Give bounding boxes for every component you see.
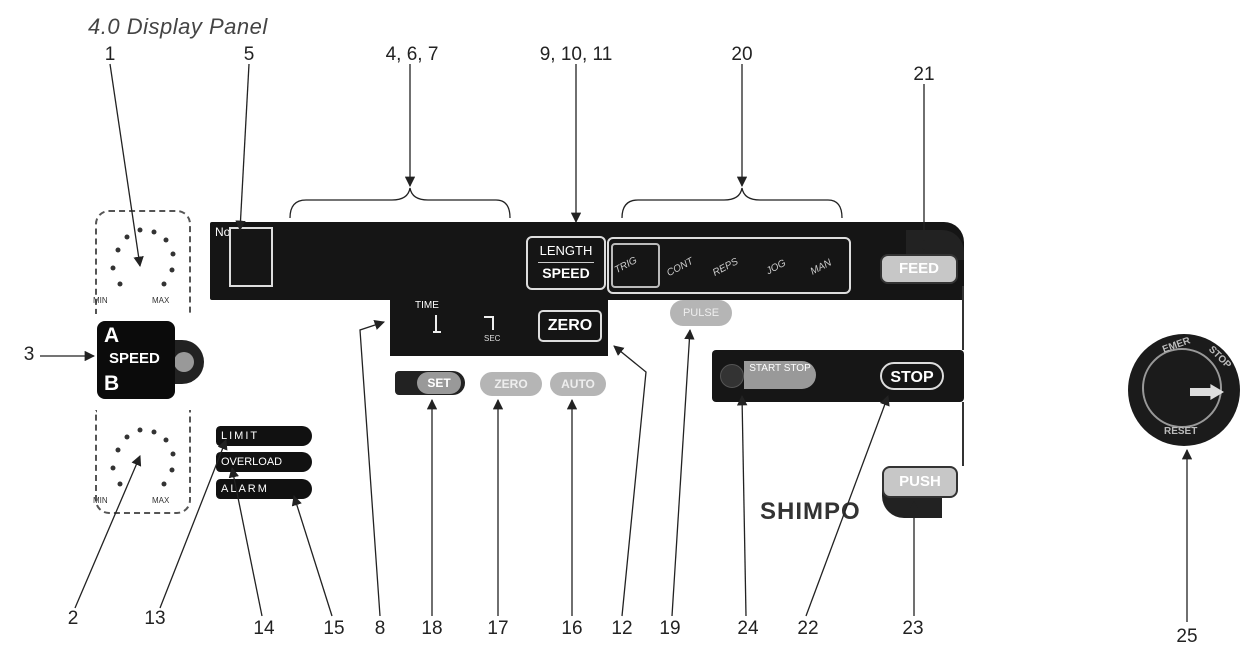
zero-pill-button[interactable]: ZERO — [480, 372, 542, 396]
brace-4-6-7 — [289, 187, 511, 219]
sec-label: SEC — [484, 334, 501, 343]
emergency-stop-knob[interactable]: EMER STOP RESET — [1128, 334, 1240, 446]
speed-b-label: B — [104, 372, 120, 395]
mode-selector[interactable] — [607, 237, 851, 294]
callout-5: 5 — [243, 44, 255, 65]
side-rail-upper — [962, 286, 964, 350]
zero-button[interactable]: ZERO — [538, 310, 602, 342]
overload-indicator: OVERLOAD — [216, 452, 312, 472]
main-display-bar — [210, 222, 964, 300]
leader-5 — [235, 63, 250, 232]
speed-selector[interactable]: A SPEED B — [97, 321, 175, 399]
callout-1: 1 — [104, 44, 116, 65]
preset-number-display — [229, 227, 273, 287]
callout-3: 3 — [23, 344, 35, 365]
callout-9-10-11: 9, 10, 11 — [539, 44, 613, 65]
callout-19: 19 — [659, 618, 681, 639]
length-speed-toggle[interactable]: LENGTH SPEED — [526, 236, 606, 290]
speed-label: SPEED — [109, 350, 160, 367]
callout-17: 17 — [487, 618, 509, 639]
leader-19 — [671, 328, 695, 617]
stop-button[interactable]: STOP — [880, 362, 944, 390]
set-label: SET — [417, 372, 461, 394]
time-digit-mark-4 — [492, 316, 494, 330]
callout-14: 14 — [253, 618, 275, 639]
time-digit-mark-1 — [435, 315, 437, 331]
callout-25: 25 — [1176, 626, 1198, 647]
dial-a-max-label: MAX — [152, 296, 170, 305]
start-indicator-led — [720, 364, 744, 388]
leader-24 — [736, 394, 748, 617]
callout-22: 22 — [797, 618, 819, 639]
alarm-indicator: ALARM — [216, 479, 312, 499]
knob-reset-label: RESET — [1164, 426, 1198, 437]
auto-button[interactable]: AUTO — [550, 372, 606, 396]
time-display — [390, 296, 608, 356]
dial-b-min-label: MIN — [93, 496, 108, 505]
callout-18: 18 — [421, 618, 443, 639]
callout-15: 15 — [323, 618, 345, 639]
pulse-button[interactable]: PULSE — [670, 300, 732, 326]
speed-dial-b-frame — [95, 410, 191, 514]
dial-a-ticks — [110, 227, 176, 287]
callout-21: 21 — [913, 64, 935, 85]
time-digit-mark-3 — [484, 316, 492, 318]
leader-14 — [228, 466, 263, 617]
speed-a-label: A — [104, 324, 120, 347]
callout-13: 13 — [144, 608, 166, 629]
leader-13 — [159, 439, 228, 609]
brace-20 — [621, 187, 843, 219]
start-stop-button[interactable]: START STOP — [744, 361, 816, 389]
limit-indicator: LIMIT — [216, 426, 312, 446]
feed-button[interactable]: FEED — [880, 254, 958, 284]
callout-20: 20 — [731, 44, 753, 65]
knob-ring — [1142, 348, 1222, 428]
set-button[interactable]: SET — [395, 371, 465, 395]
dial-b-ticks — [110, 427, 176, 487]
leader-8 — [359, 320, 385, 617]
speed-mode-label: SPEED — [542, 265, 590, 281]
callout-24: 24 — [737, 618, 759, 639]
callout-23: 23 — [902, 618, 924, 639]
knob-arrow-icon — [1190, 384, 1224, 400]
time-digit-mark-2 — [433, 331, 441, 333]
leader-2 — [74, 455, 142, 609]
time-label: TIME — [415, 300, 439, 311]
mode-trig-highlight — [611, 243, 660, 288]
leader-15 — [291, 495, 333, 617]
brand-logo: SHIMPO — [760, 498, 861, 525]
dial-a-min-label: MIN — [93, 296, 108, 305]
callout-2: 2 — [67, 608, 79, 629]
callout-8: 8 — [374, 618, 386, 639]
page-title: 4.0 Display Panel — [88, 14, 268, 39]
side-rail-lower — [962, 402, 964, 466]
leader-22 — [805, 395, 890, 617]
length-label: LENGTH — [539, 243, 593, 258]
leader-1 — [109, 63, 144, 268]
callout-16: 16 — [561, 618, 583, 639]
push-button[interactable]: PUSH — [882, 466, 958, 498]
preset-number-label: No — [215, 225, 231, 239]
speed-dial-a-frame — [95, 210, 191, 314]
leader-12 — [613, 345, 647, 617]
callout-4-6-7: 4, 6, 7 — [385, 44, 439, 65]
dial-b-max-label: MAX — [152, 496, 170, 505]
length-speed-divider — [538, 262, 594, 263]
callout-12: 12 — [611, 618, 633, 639]
